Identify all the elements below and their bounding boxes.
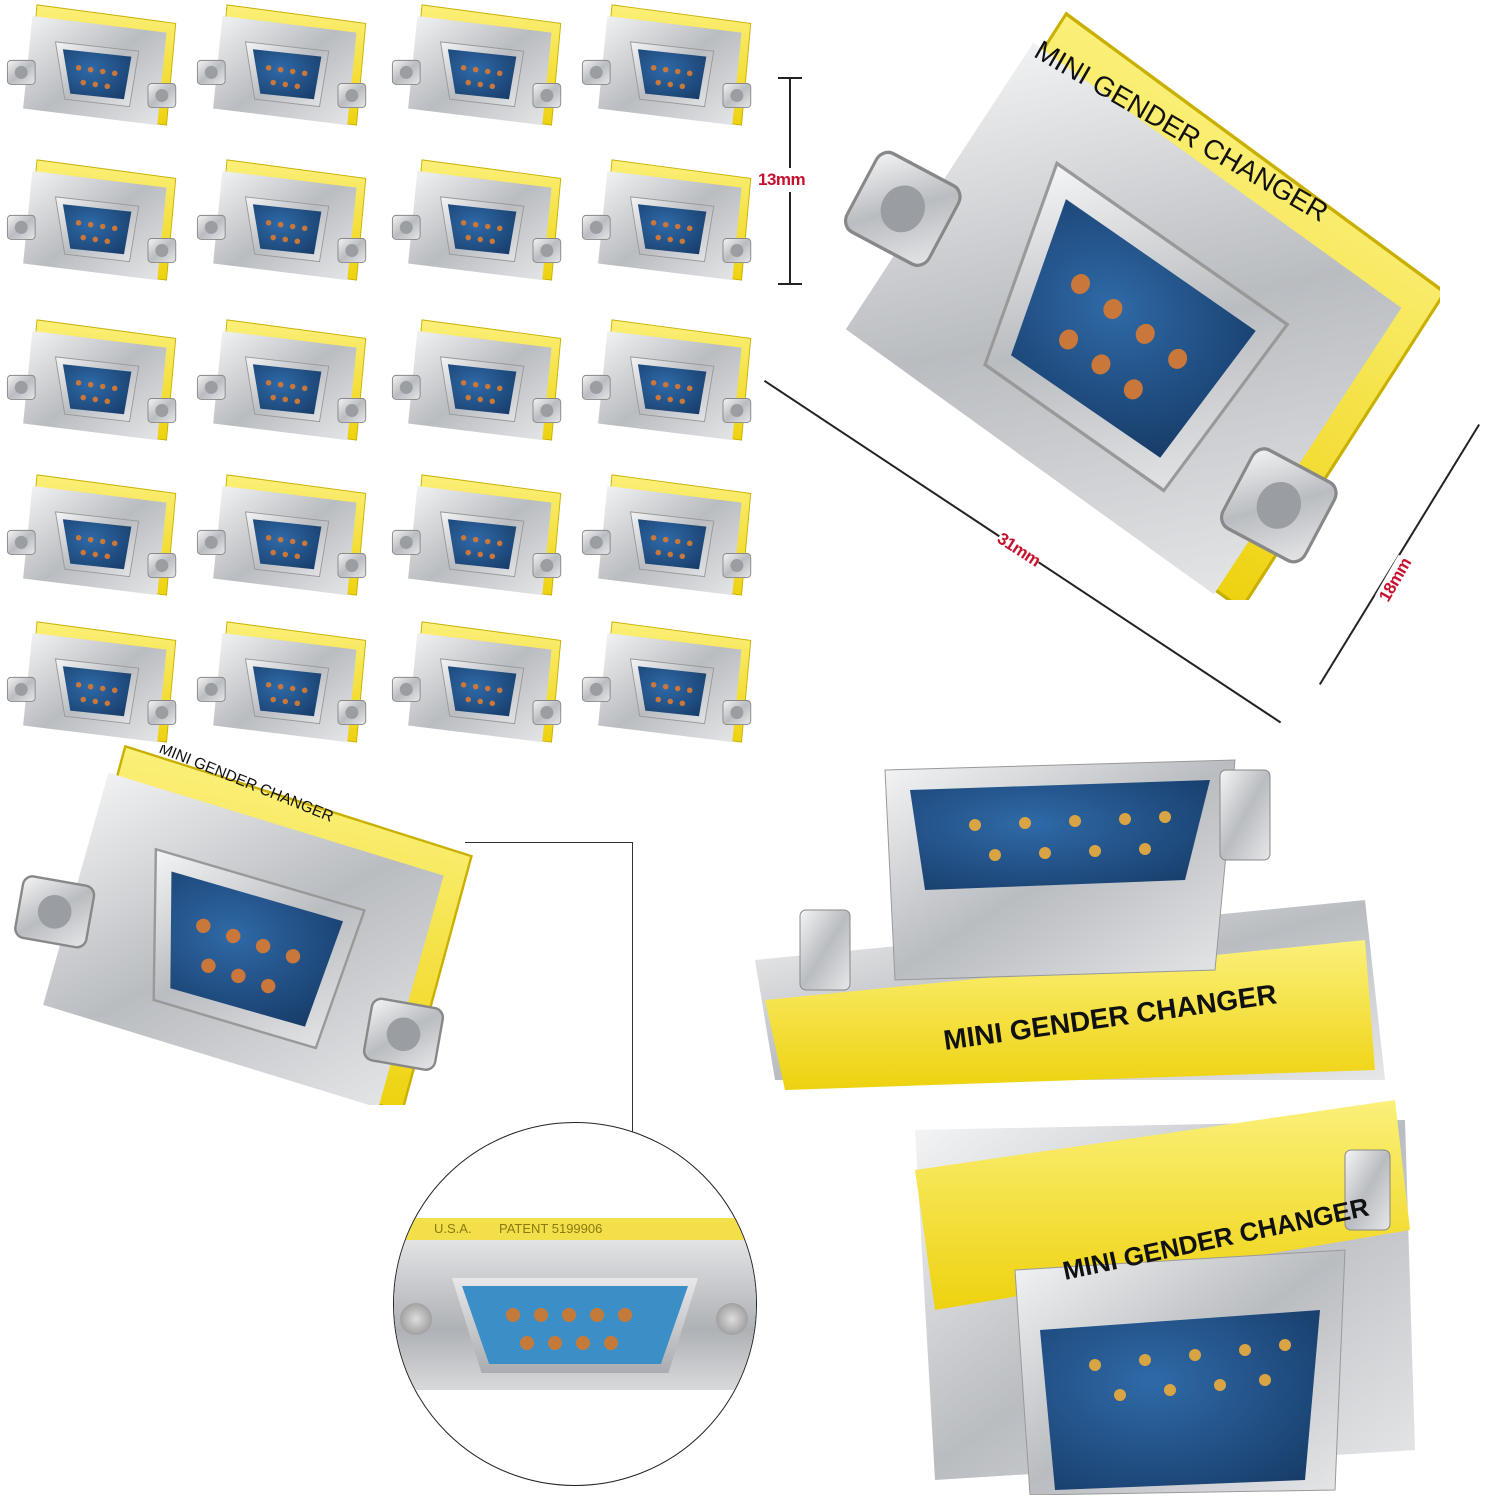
small-connector bbox=[196, 319, 367, 441]
pin bbox=[1089, 845, 1101, 857]
large-connector-top-right: MINI GENDER CHANGER bbox=[820, 0, 1440, 600]
pin bbox=[1039, 847, 1051, 859]
pin bbox=[1279, 1339, 1291, 1351]
pin bbox=[1114, 1389, 1126, 1401]
small-connector bbox=[6, 4, 177, 126]
pin bbox=[1069, 815, 1081, 827]
small-connector bbox=[196, 4, 367, 126]
small-connector bbox=[6, 474, 177, 596]
socket-hole bbox=[590, 1308, 604, 1322]
inset-db9-socket bbox=[462, 1286, 688, 1364]
inset-screw-right-icon bbox=[716, 1303, 748, 1335]
pin bbox=[1089, 1359, 1101, 1371]
small-connector bbox=[391, 319, 562, 441]
small-connector bbox=[581, 159, 752, 281]
pin bbox=[1259, 1374, 1271, 1386]
pin bbox=[1019, 817, 1031, 829]
socket-hole bbox=[618, 1308, 632, 1322]
small-connector bbox=[581, 621, 752, 743]
pin bbox=[1139, 843, 1151, 855]
pin bbox=[1239, 1344, 1251, 1356]
inset-screw-left-icon bbox=[400, 1303, 432, 1335]
small-connector bbox=[6, 159, 177, 281]
small-connector bbox=[196, 474, 367, 596]
small-connector bbox=[391, 621, 562, 743]
pin bbox=[1189, 1349, 1201, 1361]
pin bbox=[1139, 1354, 1151, 1366]
small-connector bbox=[391, 159, 562, 281]
large-connector-bottom-left: MINI GENDER CHANGER bbox=[0, 745, 480, 1105]
connector-pair-bottom-right: MINI GENDER CHANGER MINI GENDER CHANGER bbox=[755, 759, 1415, 1495]
pin bbox=[1159, 811, 1171, 823]
height-dimension-label: 13mm bbox=[758, 168, 806, 192]
socket-hole bbox=[576, 1336, 590, 1350]
small-connector bbox=[581, 4, 752, 126]
callout-line-v bbox=[632, 842, 633, 1132]
small-connector bbox=[6, 319, 177, 441]
pin bbox=[969, 819, 981, 831]
height-dimension-tick-top bbox=[778, 77, 802, 79]
patent-country: U.S.A. bbox=[434, 1221, 472, 1236]
small-connector bbox=[6, 621, 177, 743]
pin bbox=[1119, 813, 1131, 825]
socket-hole bbox=[604, 1336, 618, 1350]
small-connector bbox=[581, 319, 752, 441]
inset-label-band: U.S.A. PATENT 5199906 bbox=[394, 1218, 756, 1240]
pin bbox=[989, 849, 1001, 861]
pin bbox=[1214, 1379, 1226, 1391]
height-dimension-tick-bottom bbox=[778, 283, 802, 285]
small-connector bbox=[391, 4, 562, 126]
detail-inset-circle: U.S.A. PATENT 5199906 bbox=[393, 1122, 757, 1486]
socket-hole bbox=[548, 1336, 562, 1350]
small-connector bbox=[196, 159, 367, 281]
socket-hole bbox=[520, 1336, 534, 1350]
socket-hole bbox=[562, 1308, 576, 1322]
pin bbox=[1164, 1384, 1176, 1396]
small-connector bbox=[196, 621, 367, 743]
socket-hole bbox=[534, 1308, 548, 1322]
small-connector bbox=[391, 474, 562, 596]
callout-line-h bbox=[465, 842, 633, 843]
small-connector bbox=[581, 474, 752, 596]
patent-number: PATENT 5199906 bbox=[499, 1221, 603, 1236]
socket-hole bbox=[506, 1308, 520, 1322]
